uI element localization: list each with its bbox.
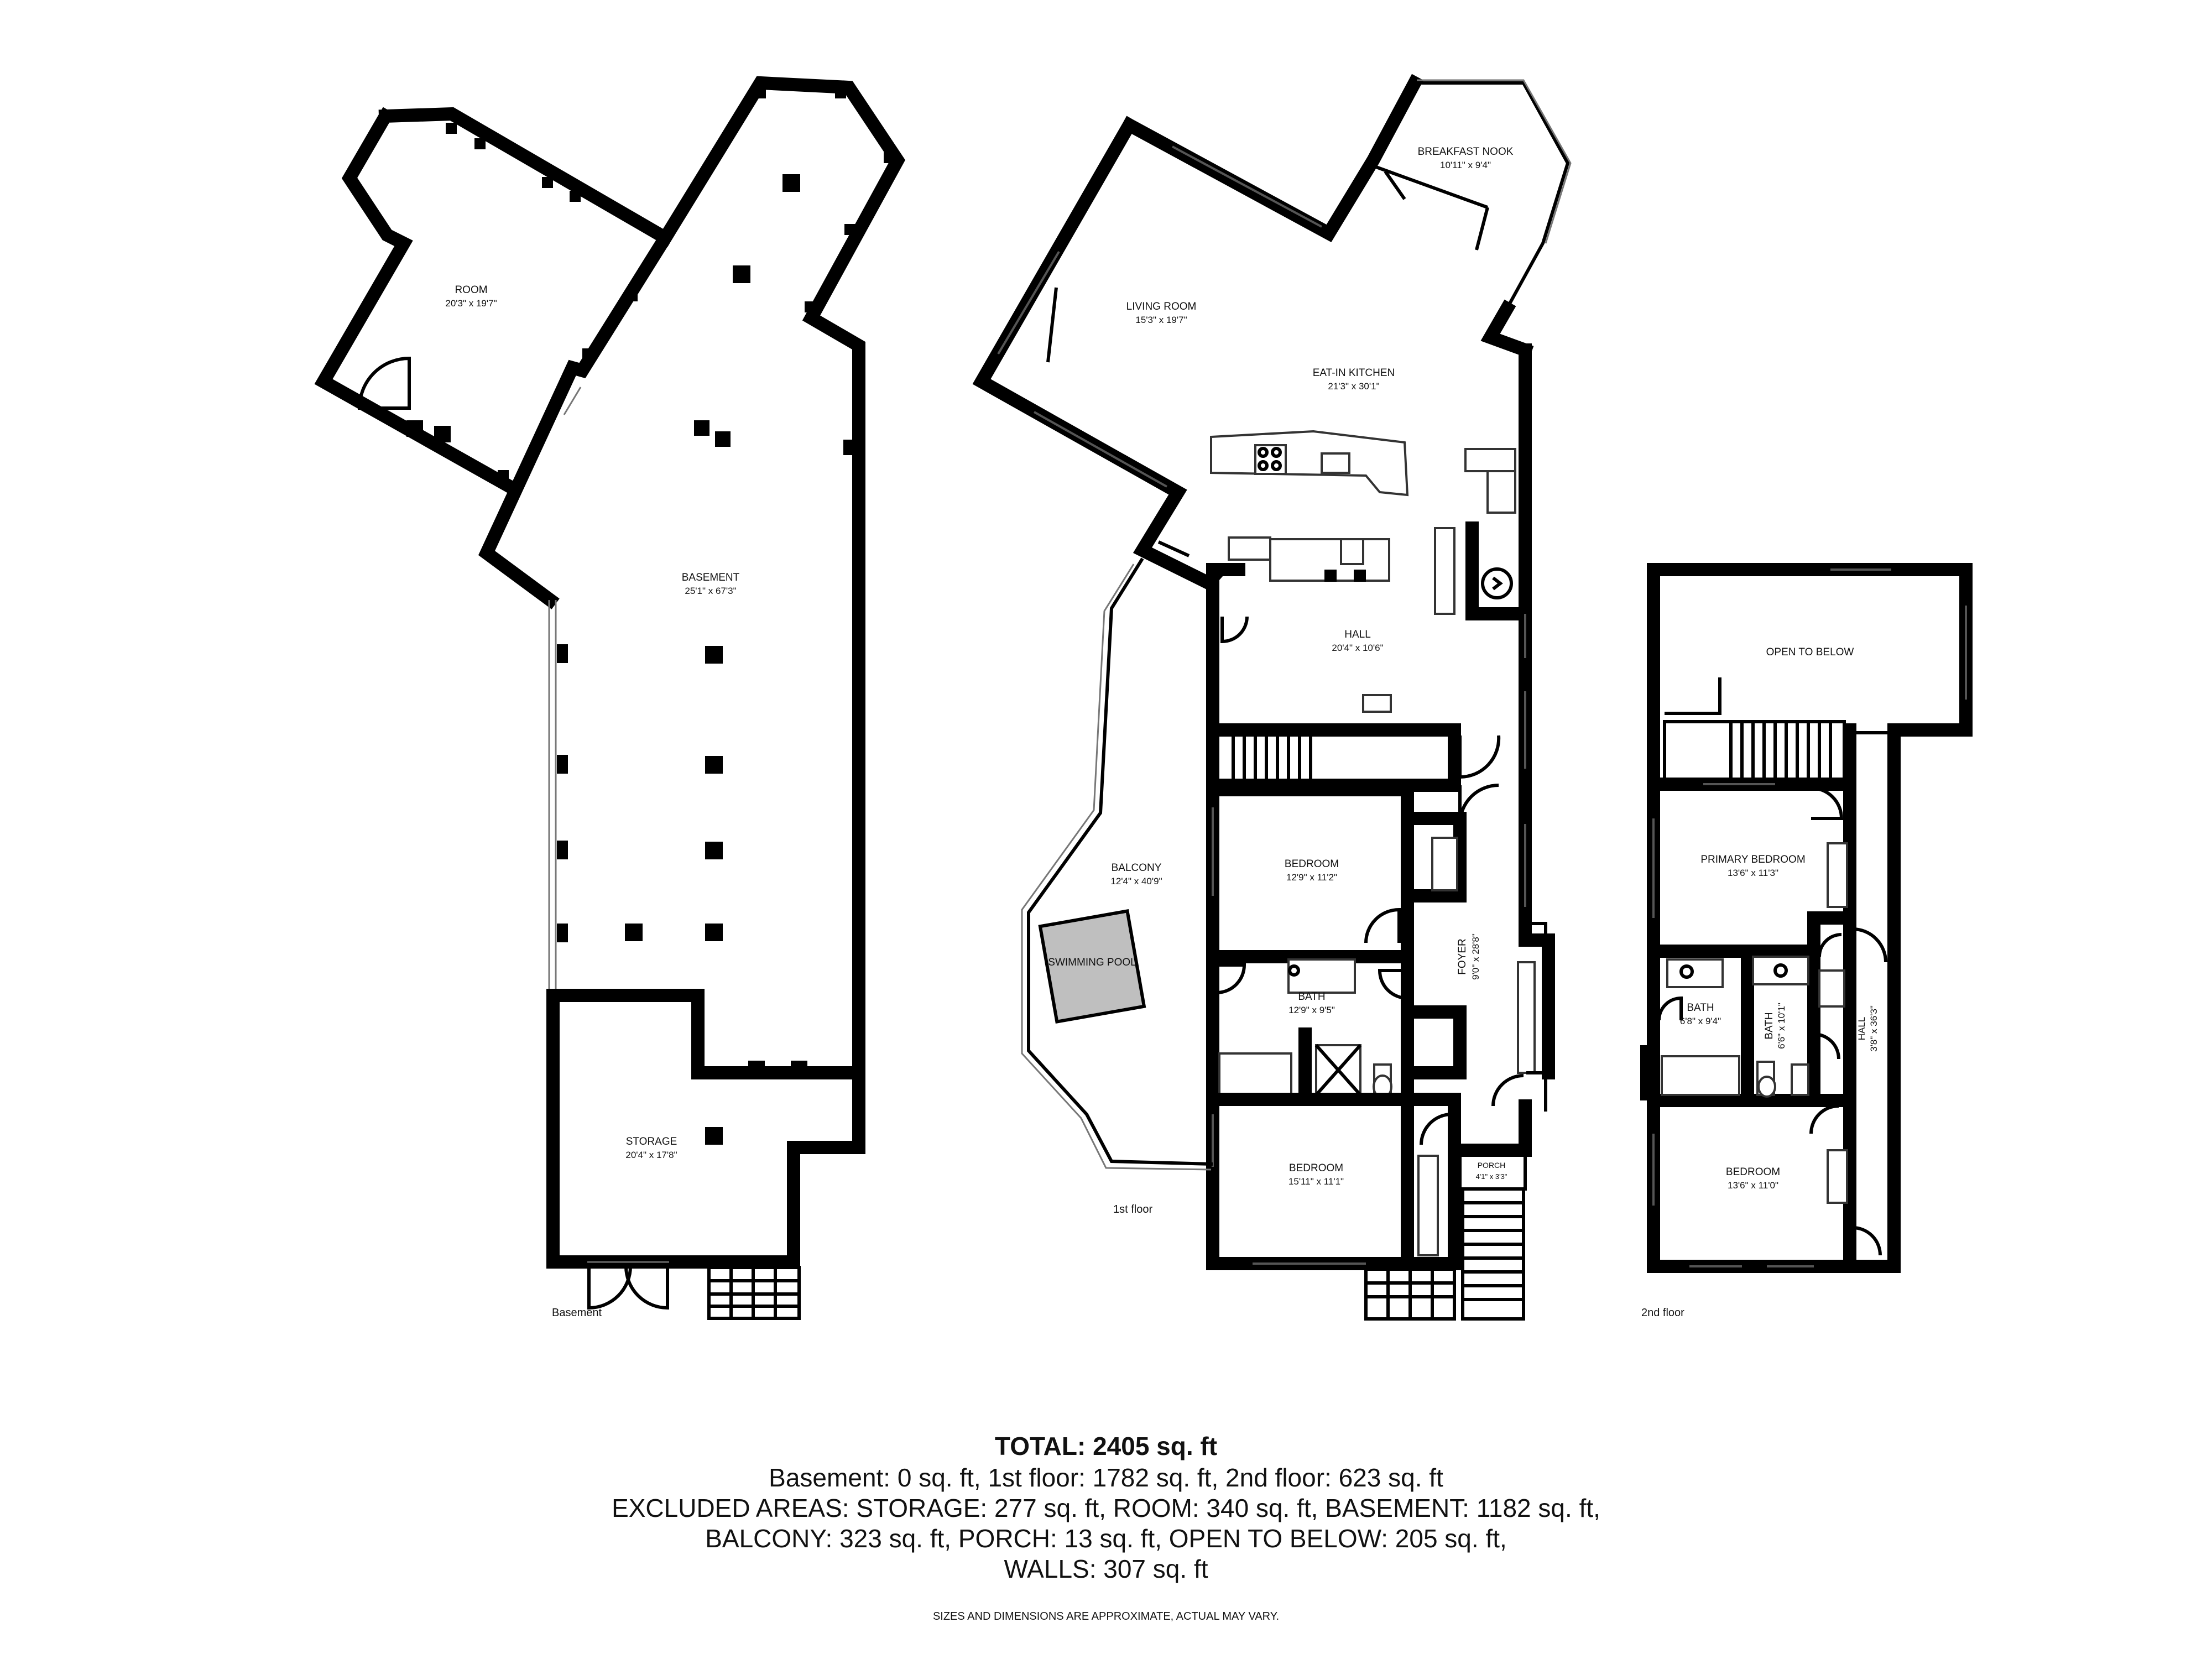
room-dims-bedroom-2: 13'6" x 11'0" — [1728, 1180, 1778, 1191]
room-dims-porch: 4'1" x 3'3" — [1476, 1172, 1507, 1181]
room-dims-hall-2: 3'8" x 36'3" — [1869, 1005, 1879, 1052]
room-name-balcony: BALCONY — [1112, 862, 1162, 874]
bedroom-1a-walls — [1206, 779, 1467, 963]
room-dims-hall-1: 20'4" x 10'6" — [1332, 643, 1383, 653]
room-dims-storage: 20'4" x 17'8" — [625, 1150, 677, 1160]
room-dims-basement: 25'1" x 67'3" — [685, 586, 736, 596]
basement-level: ROOM 20'3" x 19'7" BASEMENT 25'1" x 67'3… — [314, 76, 906, 1320]
room-dims-breakfast-nook: 10'11" x 9'4" — [1440, 160, 1491, 170]
room-name-bath-2b: BATH — [1764, 1012, 1775, 1039]
swimming-pool — [1038, 909, 1146, 1024]
balcony-outline — [1027, 557, 1213, 1166]
floor-label-first: 1st floor — [1113, 1203, 1152, 1215]
room-name-bath-1: BATH — [1298, 991, 1325, 1003]
room-name-bedroom-1b: BEDROOM — [1289, 1162, 1343, 1174]
room-name-hall-1: HALL — [1344, 629, 1371, 640]
living-kitchen-walls — [972, 74, 1534, 596]
room-walls — [314, 107, 675, 496]
room-dims-living-room: 15'3" x 19'7" — [1135, 315, 1187, 325]
room-name-storage: STORAGE — [626, 1136, 677, 1147]
room-name-breakfast-nook: BREAKFAST NOOK — [1418, 146, 1514, 158]
first-floor-level: BREAKFAST NOOK 10'11" x 9'4" LIVING ROOM… — [972, 74, 1572, 1321]
room-dims-bedroom-1a: 12'9" x 11'2" — [1286, 872, 1337, 883]
room-name-eat-in-kitchen: EAT-IN KITCHEN — [1313, 367, 1395, 379]
floor-label-second: 2nd floor — [1641, 1307, 1684, 1319]
room-name-foyer: FOYER — [1457, 938, 1468, 974]
total-area: TOTAL: 2405 sq. ft — [994, 1432, 1218, 1460]
porch-walls — [1453, 1099, 1532, 1157]
storage-walls — [546, 989, 865, 1269]
room-name-porch: PORCH — [1478, 1161, 1506, 1170]
disclaimer: SIZES AND DIMENSIONS ARE APPROXIMATE, AC… — [932, 1610, 1280, 1623]
room-name-swimming-pool: SWIMMING POOL — [1048, 957, 1136, 968]
open-to-below-walls — [1647, 563, 1973, 1273]
room-name-primary-bedroom: PRIMARY BEDROOM — [1700, 854, 1805, 865]
area-breakdown-floors: Basement: 0 sq. ft, 1st floor: 1782 sq. … — [769, 1463, 1443, 1492]
excluded-areas-line-1: EXCLUDED AREAS: STORAGE: 277 sq. ft, ROO… — [612, 1494, 1600, 1522]
room-name-bedroom-1a: BEDROOM — [1285, 858, 1339, 870]
room-dims-eat-in-kitchen: 21'3" x 30'1" — [1328, 381, 1379, 392]
room-name-living-room: LIVING ROOM — [1126, 301, 1197, 312]
room-dims-primary-bedroom: 13'6" x 11'3" — [1728, 868, 1778, 878]
room-dims-bedroom-1b: 15'11" x 11'1" — [1288, 1176, 1344, 1187]
excluded-areas-line-3: WALLS: 307 sq. ft — [1004, 1554, 1208, 1583]
hall-walls — [1206, 546, 1555, 1157]
second-floor-level: OPEN TO BELOW PRIMARY BEDROOM 13'6" x 11… — [1640, 563, 1973, 1319]
room-dims-foyer: 9'0" x 28'8" — [1470, 933, 1481, 980]
excluded-areas-line-2: BALCONY: 323 sq. ft, PORCH: 13 sq. ft, O… — [705, 1524, 1507, 1553]
room-dims-room: 20'3" x 19'7" — [445, 298, 497, 309]
room-name-open-to-below: OPEN TO BELOW — [1766, 646, 1854, 658]
room-dims-bath-2a: 6'8" x 9'4" — [1680, 1016, 1721, 1026]
room-name-basement: BASEMENT — [682, 572, 740, 583]
room-dims-bath-1: 12'9" x 9'5" — [1288, 1005, 1335, 1015]
floor-label-basement: Basement — [552, 1307, 602, 1319]
room-name-bath-2a: BATH — [1687, 1002, 1714, 1014]
room-name-hall-2: HALL — [1856, 1017, 1867, 1041]
room-name-bedroom-2: BEDROOM — [1726, 1166, 1780, 1178]
room-name-room: ROOM — [455, 284, 487, 296]
room-dims-balcony: 12'4" x 40'9" — [1110, 876, 1162, 886]
room-dims-bath-2b: 6'6" x 10'1" — [1776, 1003, 1787, 1049]
